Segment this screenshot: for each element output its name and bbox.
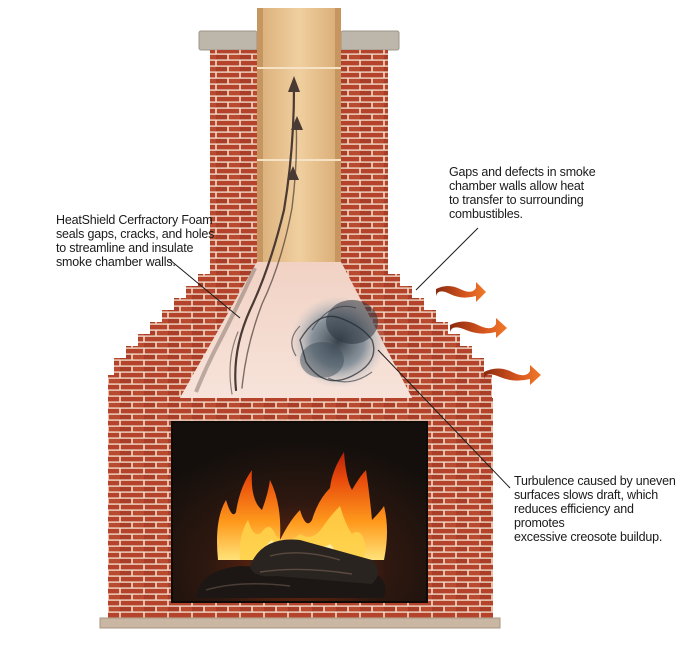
- heat-arrow-1: [436, 282, 486, 302]
- callout-turbulence: Turbulence caused by uneven surfaces slo…: [514, 474, 676, 544]
- leader-line-turbulence: [377, 349, 511, 489]
- smoke-draft-path: [229, 86, 298, 395]
- draft-arrow-middle: [291, 116, 303, 130]
- fire-logs: [196, 539, 386, 598]
- draft-arrow-bottom: [287, 166, 299, 180]
- heat-arrow-3: [484, 365, 541, 385]
- hearth: [99, 617, 501, 629]
- draft-arrow-top: [288, 76, 300, 92]
- chimney-cap-right: [340, 30, 400, 51]
- heat-escape-arrows: [436, 282, 541, 385]
- creosote-buildup: [290, 296, 386, 388]
- heat-arrow-2: [450, 318, 507, 338]
- leader-line-gaps: [415, 227, 479, 291]
- flue-liner: [257, 8, 341, 266]
- smoke-chamber-brickwork: [108, 262, 492, 398]
- callout-wall-gaps: Gaps and defects in smoke chamber walls …: [449, 165, 596, 221]
- heatshield-foam-seal: [194, 267, 257, 393]
- chimney-cap-left: [198, 30, 258, 51]
- leader-line-foam: [169, 259, 241, 319]
- callout-heatshield-foam: HeatShield Cerfractory Foam seals gaps, …: [56, 213, 215, 269]
